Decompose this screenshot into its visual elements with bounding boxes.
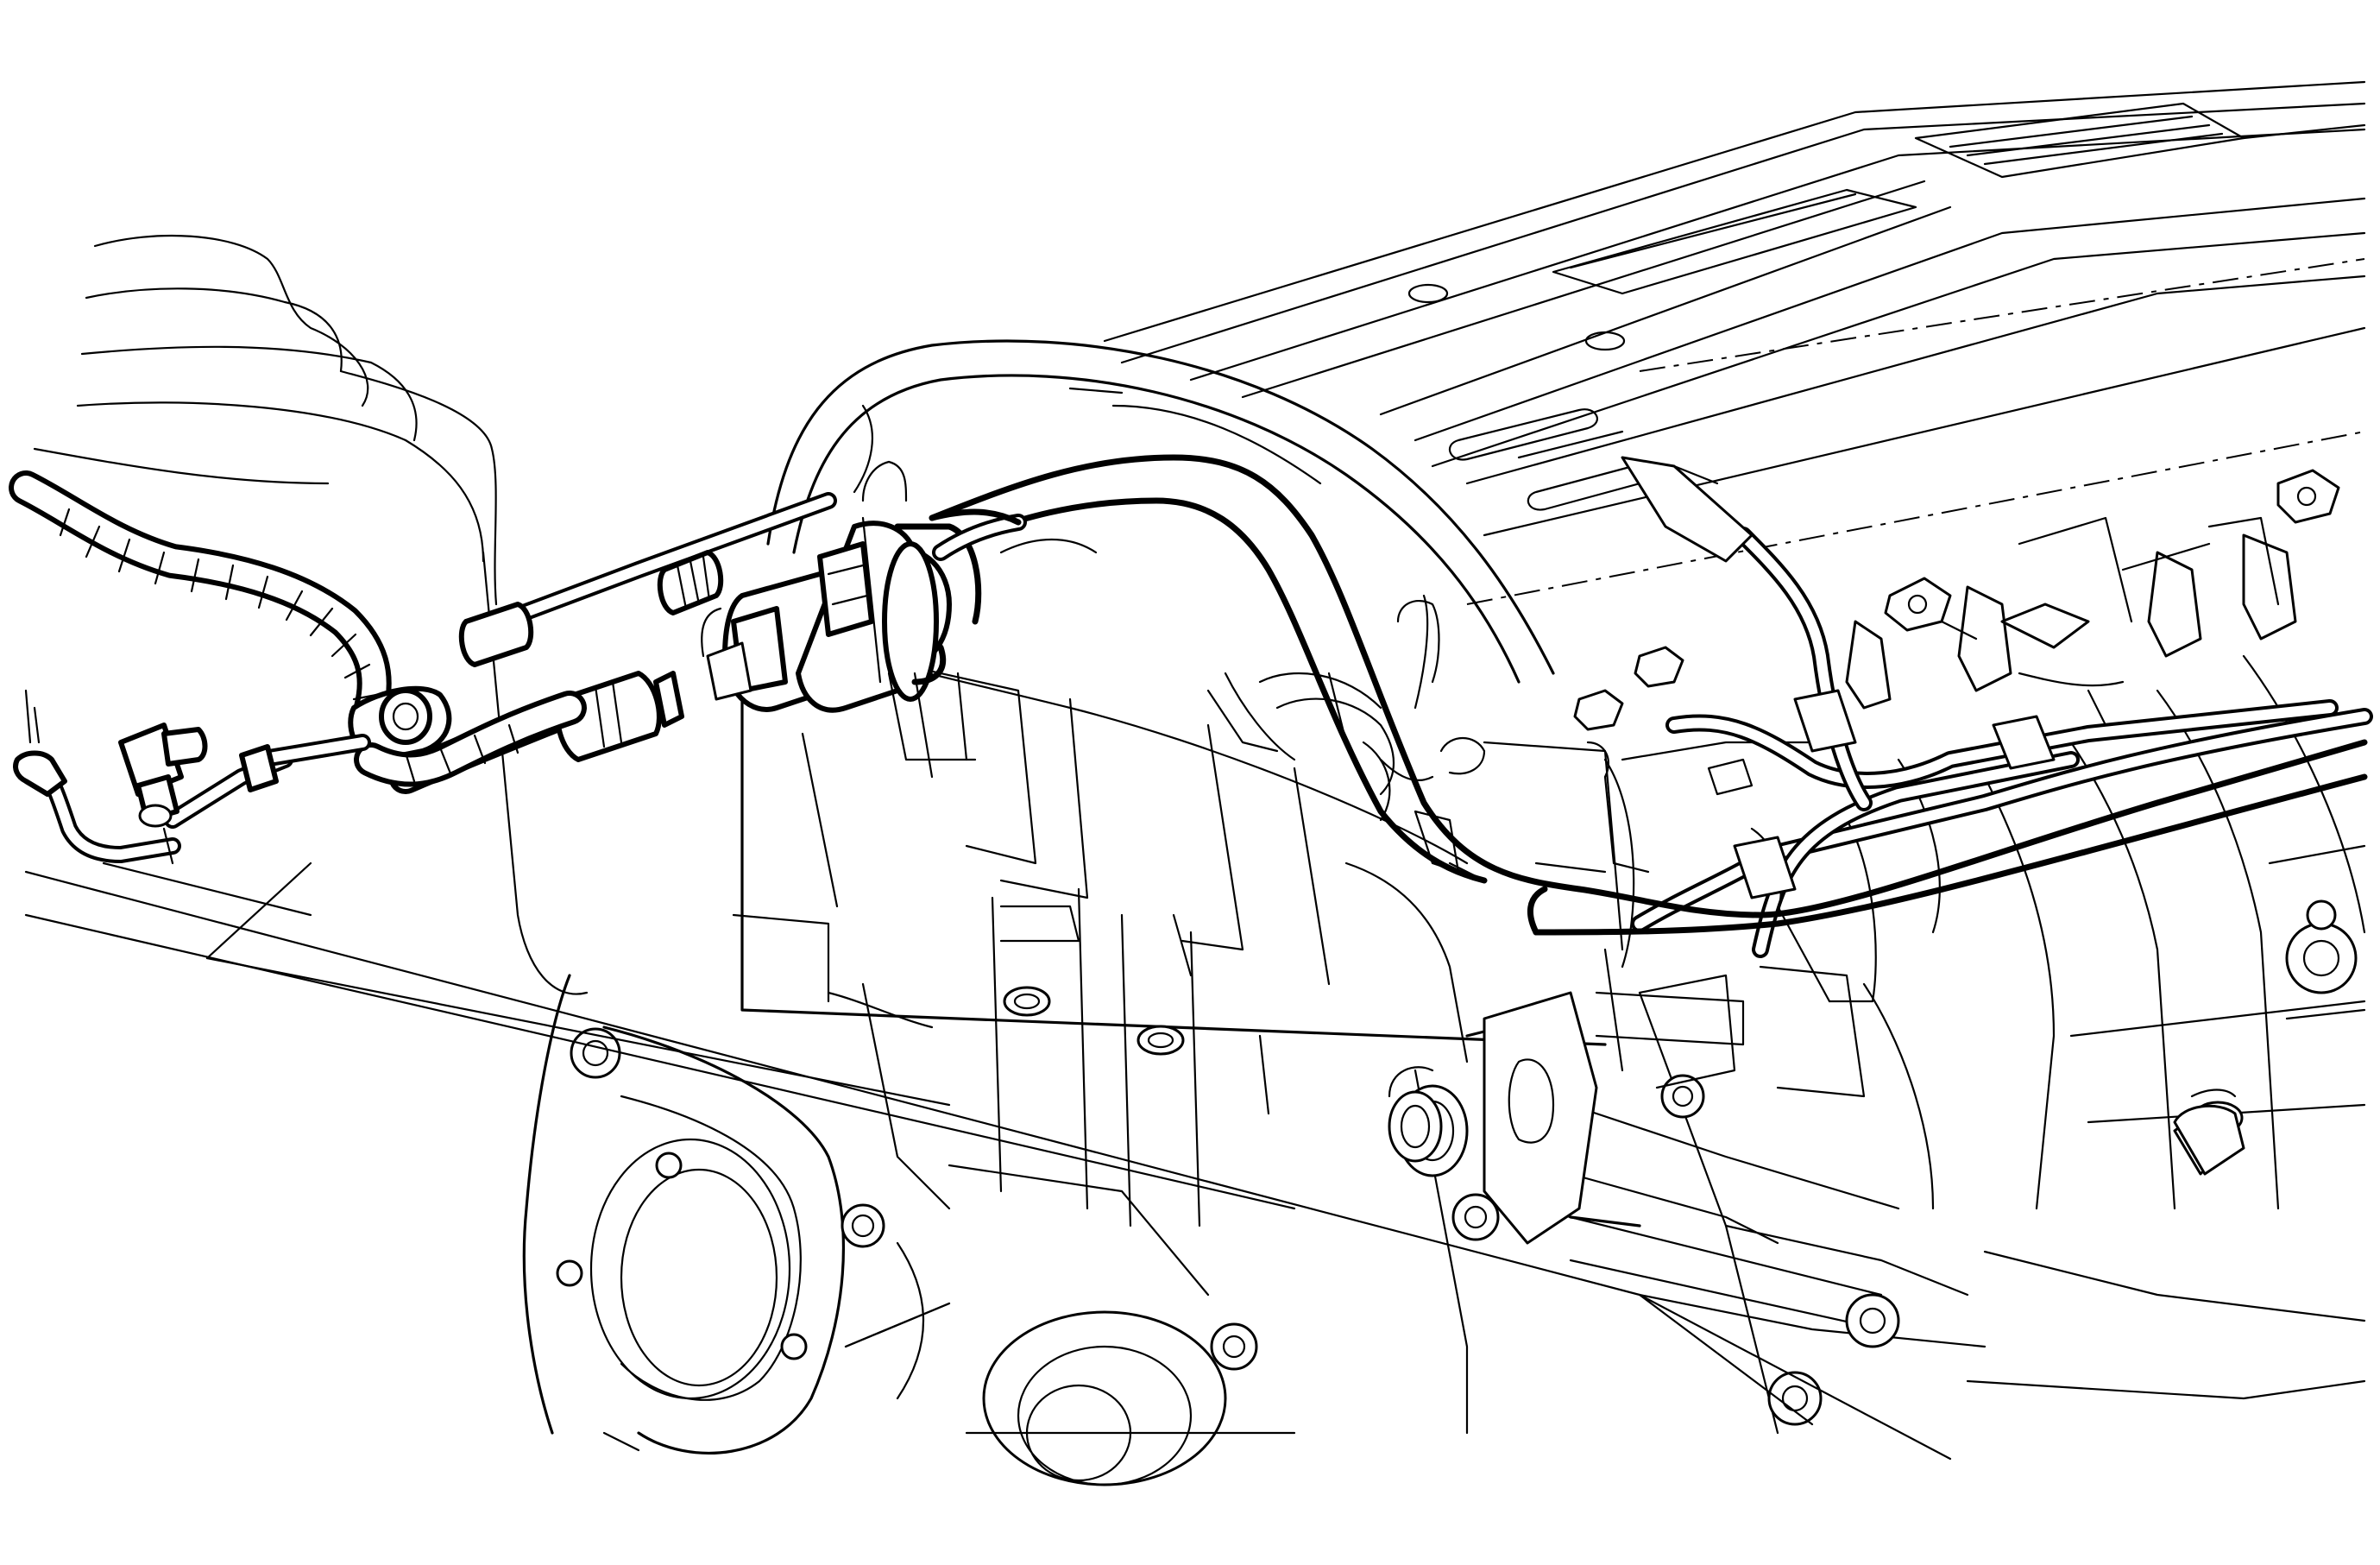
threaded-fitting [657,550,724,615]
bracket-bolt [1845,1293,1900,1348]
rail-bolt [2276,469,2340,524]
reservoir-tank [33,234,589,995]
timing-cover-bolt [570,1027,621,1079]
bracket-bolt [1451,1193,1500,1241]
fuel-injector [1845,620,1892,710]
timing-cover-bolt [655,1152,683,1179]
crankshaft-pulley [982,1310,1258,1486]
wiring-harness [929,454,2368,936]
rail-bolt [1634,646,1684,688]
wrapped-hose-lower [354,691,587,787]
idler-pulley [2285,899,2358,994]
timing-cover [522,974,1296,1486]
wrapped-hose [9,470,452,762]
mounting-bracket [1396,991,1900,1426]
timing-cover-bolt [780,1333,808,1360]
fuel-rail [1573,456,2373,958]
filter-clip [817,541,874,637]
detail-lines [887,539,2245,1176]
timing-cover-bolt [556,1259,583,1287]
reference-lines [24,861,1952,1461]
timing-cover-bolt [841,1203,885,1248]
fuel-injector [1940,585,2012,692]
vacuum-tee [118,723,208,865]
fuel-injector [2147,551,2202,658]
vacuum-line [13,689,371,865]
rail-bolt [1573,689,1624,731]
fuel-line-upper [458,492,1027,667]
bracket-bolt [1767,1371,1823,1426]
bracket-bolt [1660,1074,1705,1119]
cylinder-head-cover [1103,80,2366,605]
fuel-filter [701,516,982,713]
fuel-injector [2242,533,2297,641]
rail-bolt [1884,577,1952,632]
